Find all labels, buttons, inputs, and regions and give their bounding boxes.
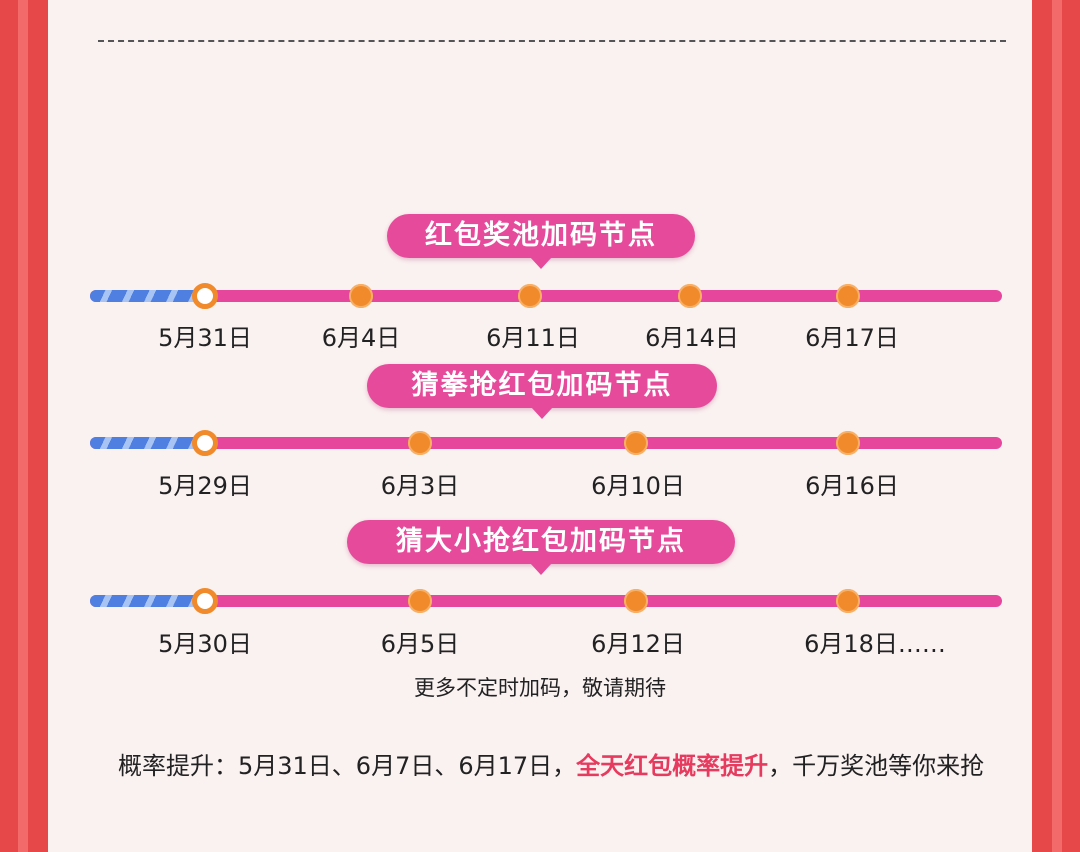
page-frame-left [0,0,48,852]
section-title-badge: 猜拳抢红包加码节点 [367,364,717,419]
timeline-date: 6月5日 [380,630,460,658]
timeline-node [836,589,860,613]
timeline-section-red-packet-pool: 红包奖池加码节点 5月31日 6月4日 6月11日 6月14日 6月17日 [0,214,1080,354]
page-frame-right [1032,0,1080,852]
timeline-node [624,589,648,613]
timeline-date: 6月14日 [645,324,739,352]
probability-boost-text: 概率提升：5月31日、6月7日、6月17日，全天红包概率提升，千万奖池等你来抢 [118,746,998,786]
timeline-node [518,284,542,308]
section-title-badge: 猜大小抢红包加码节点 [347,520,735,575]
timeline-date: 5月30日 [158,630,252,658]
timeline-node [408,431,432,455]
timeline-date: 6月3日 [380,472,460,500]
timeline-section-rock-paper-scissors: 猜拳抢红包加码节点 5月29日 6月3日 6月10日 6月16日 [0,364,1080,504]
timeline-node [678,284,702,308]
section-title-badge: 红包奖池加码节点 [387,214,695,269]
timeline-track [90,437,1002,449]
probability-suffix: ，千万奖池等你来抢 [768,752,985,780]
probability-highlight: 全天红包概率提升 [576,752,769,780]
timeline-section-guess-size: 猜大小抢红包加码节点 5月30日 6月5日 6月12日 6月18日…… [0,520,1080,660]
timeline-date: 6月16日 [805,472,899,500]
timeline-date: 6月17日 [805,324,899,352]
timeline-track [90,595,1002,607]
timeline-progress [90,595,205,607]
probability-prefix: 概率提升：5月31日、6月7日、6月17日， [118,752,577,780]
timeline-node-current [192,283,218,309]
more-boosts-note: 更多不定时加码，敬请期待 [414,676,666,700]
timeline-node-current [192,430,218,456]
timeline-date: 6月12日 [591,630,685,658]
timeline-progress [90,437,205,449]
timeline-date: 6月4日 [321,324,401,352]
timeline-date: 6月18日…… [804,630,946,658]
dashed-divider [98,40,1006,42]
timeline-node [624,431,648,455]
timeline-track [90,290,1002,302]
timeline-node-current [192,588,218,614]
timeline-date: 5月31日 [158,324,252,352]
timeline-date: 6月11日 [486,324,580,352]
timeline-node [836,284,860,308]
timeline-date: 5月29日 [158,472,252,500]
timeline-node [836,431,860,455]
content-panel [48,0,1032,852]
timeline-node [349,284,373,308]
timeline-node [408,589,432,613]
timeline-date: 6月10日 [591,472,685,500]
timeline-progress [90,290,205,302]
